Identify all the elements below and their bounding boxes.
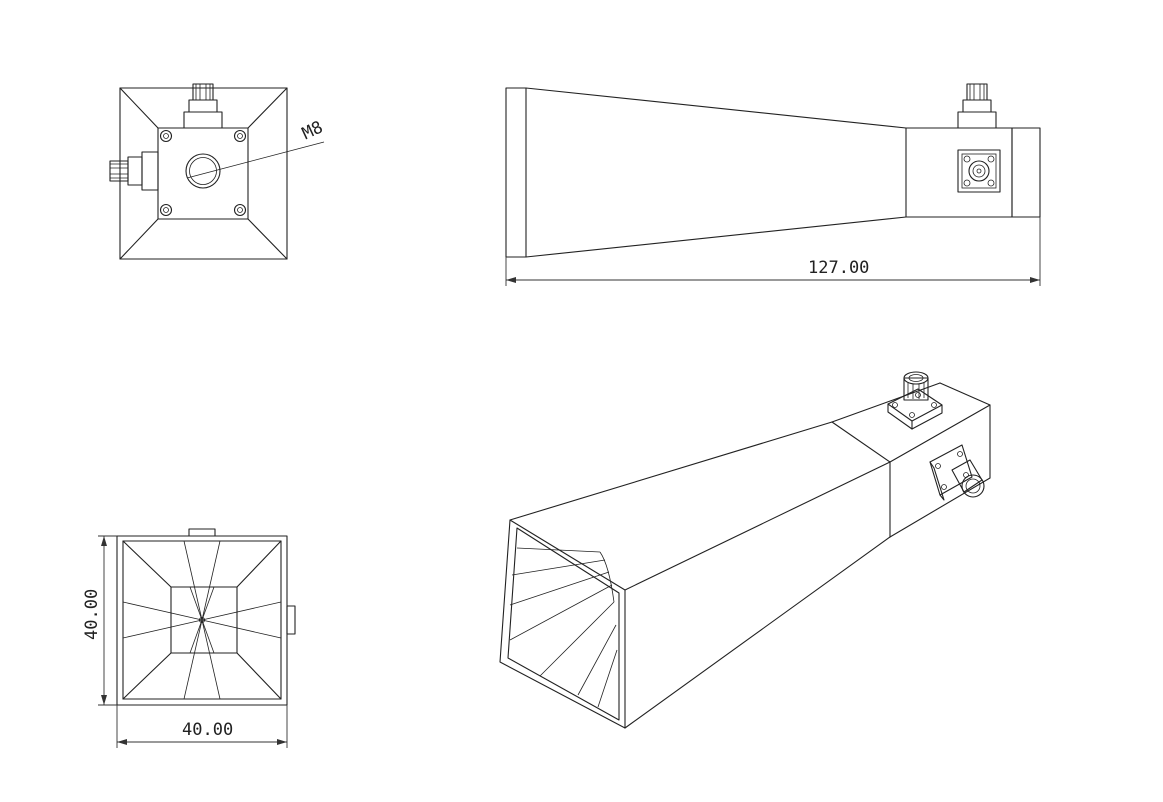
rear-view: M8 xyxy=(109,83,326,260)
screw-icon xyxy=(159,129,247,217)
length-dimension: 127.00 xyxy=(808,258,869,278)
height-dimension: 40.00 xyxy=(82,589,102,640)
connector-icon xyxy=(929,444,985,501)
connector-icon xyxy=(887,371,943,430)
connector-icon xyxy=(183,83,223,129)
thread-label: M8 xyxy=(299,117,326,144)
connector-icon xyxy=(109,151,159,191)
connector-flange-icon xyxy=(957,149,1001,193)
front-view: 40.00 40.00 xyxy=(82,528,296,748)
width-dimension: 40.00 xyxy=(182,720,233,740)
isometric-view xyxy=(499,371,991,729)
connector-icon xyxy=(957,83,997,129)
side-view: 127.00 xyxy=(505,83,1041,286)
